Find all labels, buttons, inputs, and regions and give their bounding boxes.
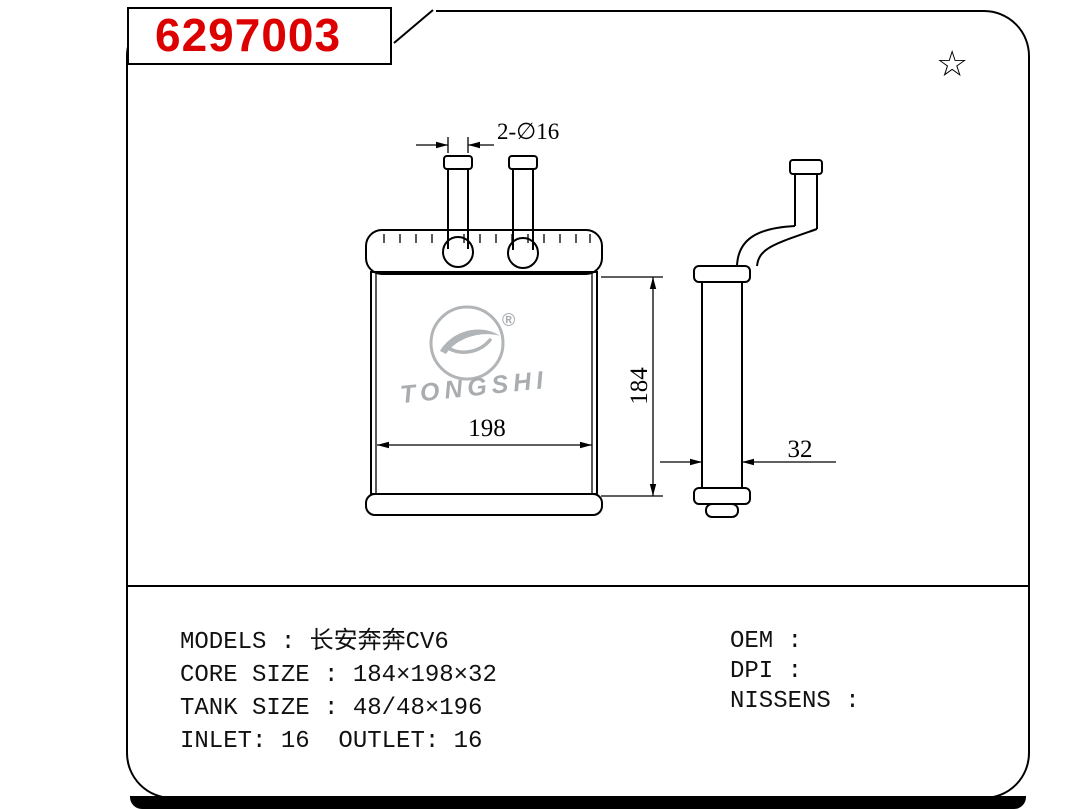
elbow-curve <box>736 225 796 267</box>
technical-drawing <box>365 7 836 518</box>
inlet-port-circle <box>442 236 474 268</box>
spec-tank-size: TANK SIZE : 48/48×196 <box>180 695 483 722</box>
specs-left-column: MODELS : 长安奔奔CV6 CORE SIZE : 184×198×32 … <box>180 626 497 758</box>
spec-oem: OEM : <box>730 628 803 655</box>
top-tank-crimp-ticks <box>383 234 591 243</box>
page-frame <box>126 10 1030 799</box>
spec-inlet-outlet: INLET: 16 OUTLET: 16 <box>180 728 483 755</box>
side-drain-fitting <box>705 503 739 518</box>
core-body <box>370 271 598 495</box>
dim-label-height: 184 <box>626 367 653 405</box>
registered-trademark-symbol: ® <box>502 310 516 330</box>
watermark-logo-icon <box>429 305 505 381</box>
inlet-pipe-flange <box>443 155 473 170</box>
spec-core-size: CORE SIZE : 184×198×32 <box>180 662 497 689</box>
bottom-tank <box>365 493 603 516</box>
dim-label-depth: 32 <box>787 436 813 463</box>
front-view <box>365 155 603 516</box>
part-number: 6297003 <box>155 9 342 61</box>
frame-notch <box>392 7 436 44</box>
part-number-box: 6297003 <box>127 7 392 65</box>
outlet-port-circle <box>507 237 539 269</box>
dim-label-pipe-callout: 2-∅16 <box>497 119 560 144</box>
spec-models: MODELS : 长安奔奔CV6 <box>180 629 449 656</box>
spec-dpi: DPI : <box>730 658 803 685</box>
side-bottom-flange <box>693 487 751 505</box>
bottom-bar <box>130 796 1026 809</box>
side-view <box>693 159 823 518</box>
side-top-flange <box>693 265 751 283</box>
spec-nissens: NISSENS : <box>730 688 860 715</box>
dim-label-width: 198 <box>468 415 506 442</box>
outlet-pipe-flange <box>508 155 538 170</box>
elbow-pipe-flange <box>789 159 823 175</box>
specs-right-column: OEM : DPI : NISSENS : <box>730 627 860 717</box>
dimension-lines <box>377 137 836 497</box>
side-body <box>701 281 743 489</box>
top-tank <box>365 229 603 275</box>
star-icon: ☆ <box>936 43 969 84</box>
section-separator <box>127 585 1029 587</box>
